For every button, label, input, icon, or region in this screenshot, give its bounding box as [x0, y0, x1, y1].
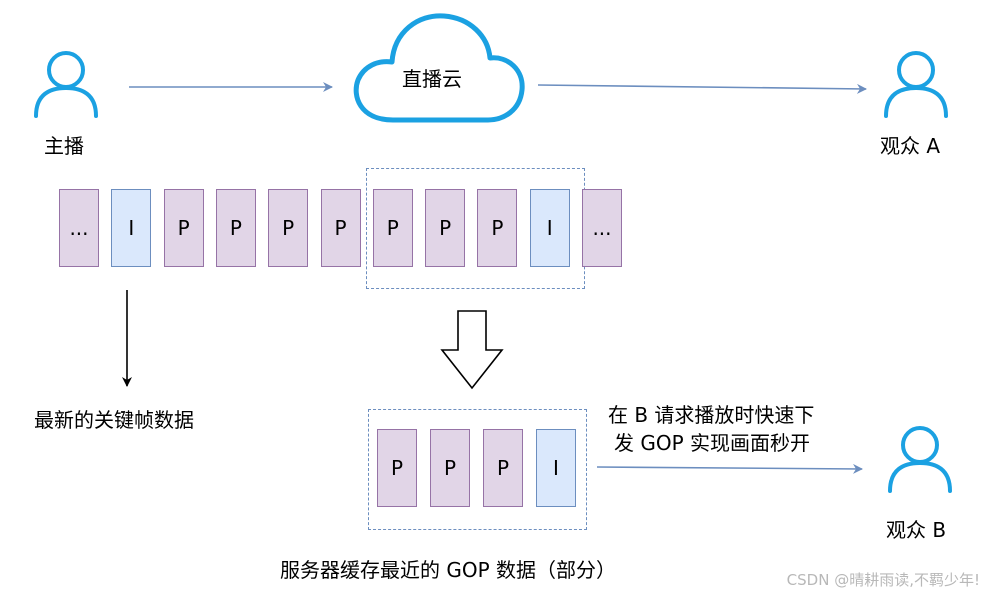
request-label-line1: 在 B 请求播放时快速下 — [608, 403, 815, 427]
stream-frame-label: P — [491, 216, 504, 240]
p-frame: P — [377, 429, 417, 507]
hollow-down-arrow-icon — [440, 310, 504, 390]
user-icon — [888, 426, 952, 493]
server-cache-label: 服务器缓存最近的 GOP 数据（部分） — [280, 558, 617, 582]
stream-frame-label: P — [439, 216, 452, 240]
cloud-label: 直播云 — [402, 67, 462, 91]
viewer-b-label: 观众 B — [886, 518, 947, 542]
cache-frame-label: P — [443, 456, 457, 480]
arrow-cloud-to-viewer-a — [537, 83, 867, 94]
stream-frame-label: P — [386, 216, 399, 240]
user-icon — [34, 51, 98, 118]
stream-frame-label: ... — [69, 216, 89, 240]
p-frame: P — [372, 189, 413, 267]
stream-frame-label: P — [282, 216, 295, 240]
stream-frame-label: P — [177, 216, 190, 240]
viewer-a-label: 观众 A — [880, 134, 941, 158]
cloud-icon — [353, 13, 525, 123]
ellipsis-frame: ... — [582, 189, 622, 267]
p-frame: P — [430, 429, 470, 507]
p-frame: P — [268, 189, 309, 267]
p-frame: P — [163, 189, 204, 267]
p-frame: P — [425, 189, 466, 267]
stream-frame-label: P — [229, 216, 242, 240]
i-frame: I — [111, 189, 152, 267]
cache-frame-label: I — [553, 456, 559, 480]
p-frame: P — [477, 189, 518, 267]
stream-frame-label: I — [128, 216, 135, 240]
p-frame: P — [320, 189, 361, 267]
watermark: CSDN @晴耕雨读,不羁少年! — [786, 571, 980, 589]
stream-frame-label: P — [334, 216, 347, 240]
stream-frame-label: ... — [592, 216, 612, 240]
cache-frame-label: P — [496, 456, 510, 480]
ellipsis-frame: ... — [59, 189, 99, 267]
streamer-label: 主播 — [44, 134, 84, 158]
cache-frame-label: P — [390, 456, 404, 480]
i-frame: I — [536, 429, 576, 507]
request-label-line2: 发 GOP 实现画面秒开 — [614, 431, 811, 455]
i-frame: I — [529, 189, 570, 267]
p-frame: P — [215, 189, 256, 267]
cache-box — [368, 409, 587, 530]
user-icon — [884, 51, 948, 118]
latest-key-frame-label: 最新的关键帧数据 — [34, 408, 194, 432]
stream-frame-label: I — [546, 216, 553, 240]
arrow-cache-to-viewer-b — [596, 463, 863, 474]
p-frame: P — [483, 429, 523, 507]
